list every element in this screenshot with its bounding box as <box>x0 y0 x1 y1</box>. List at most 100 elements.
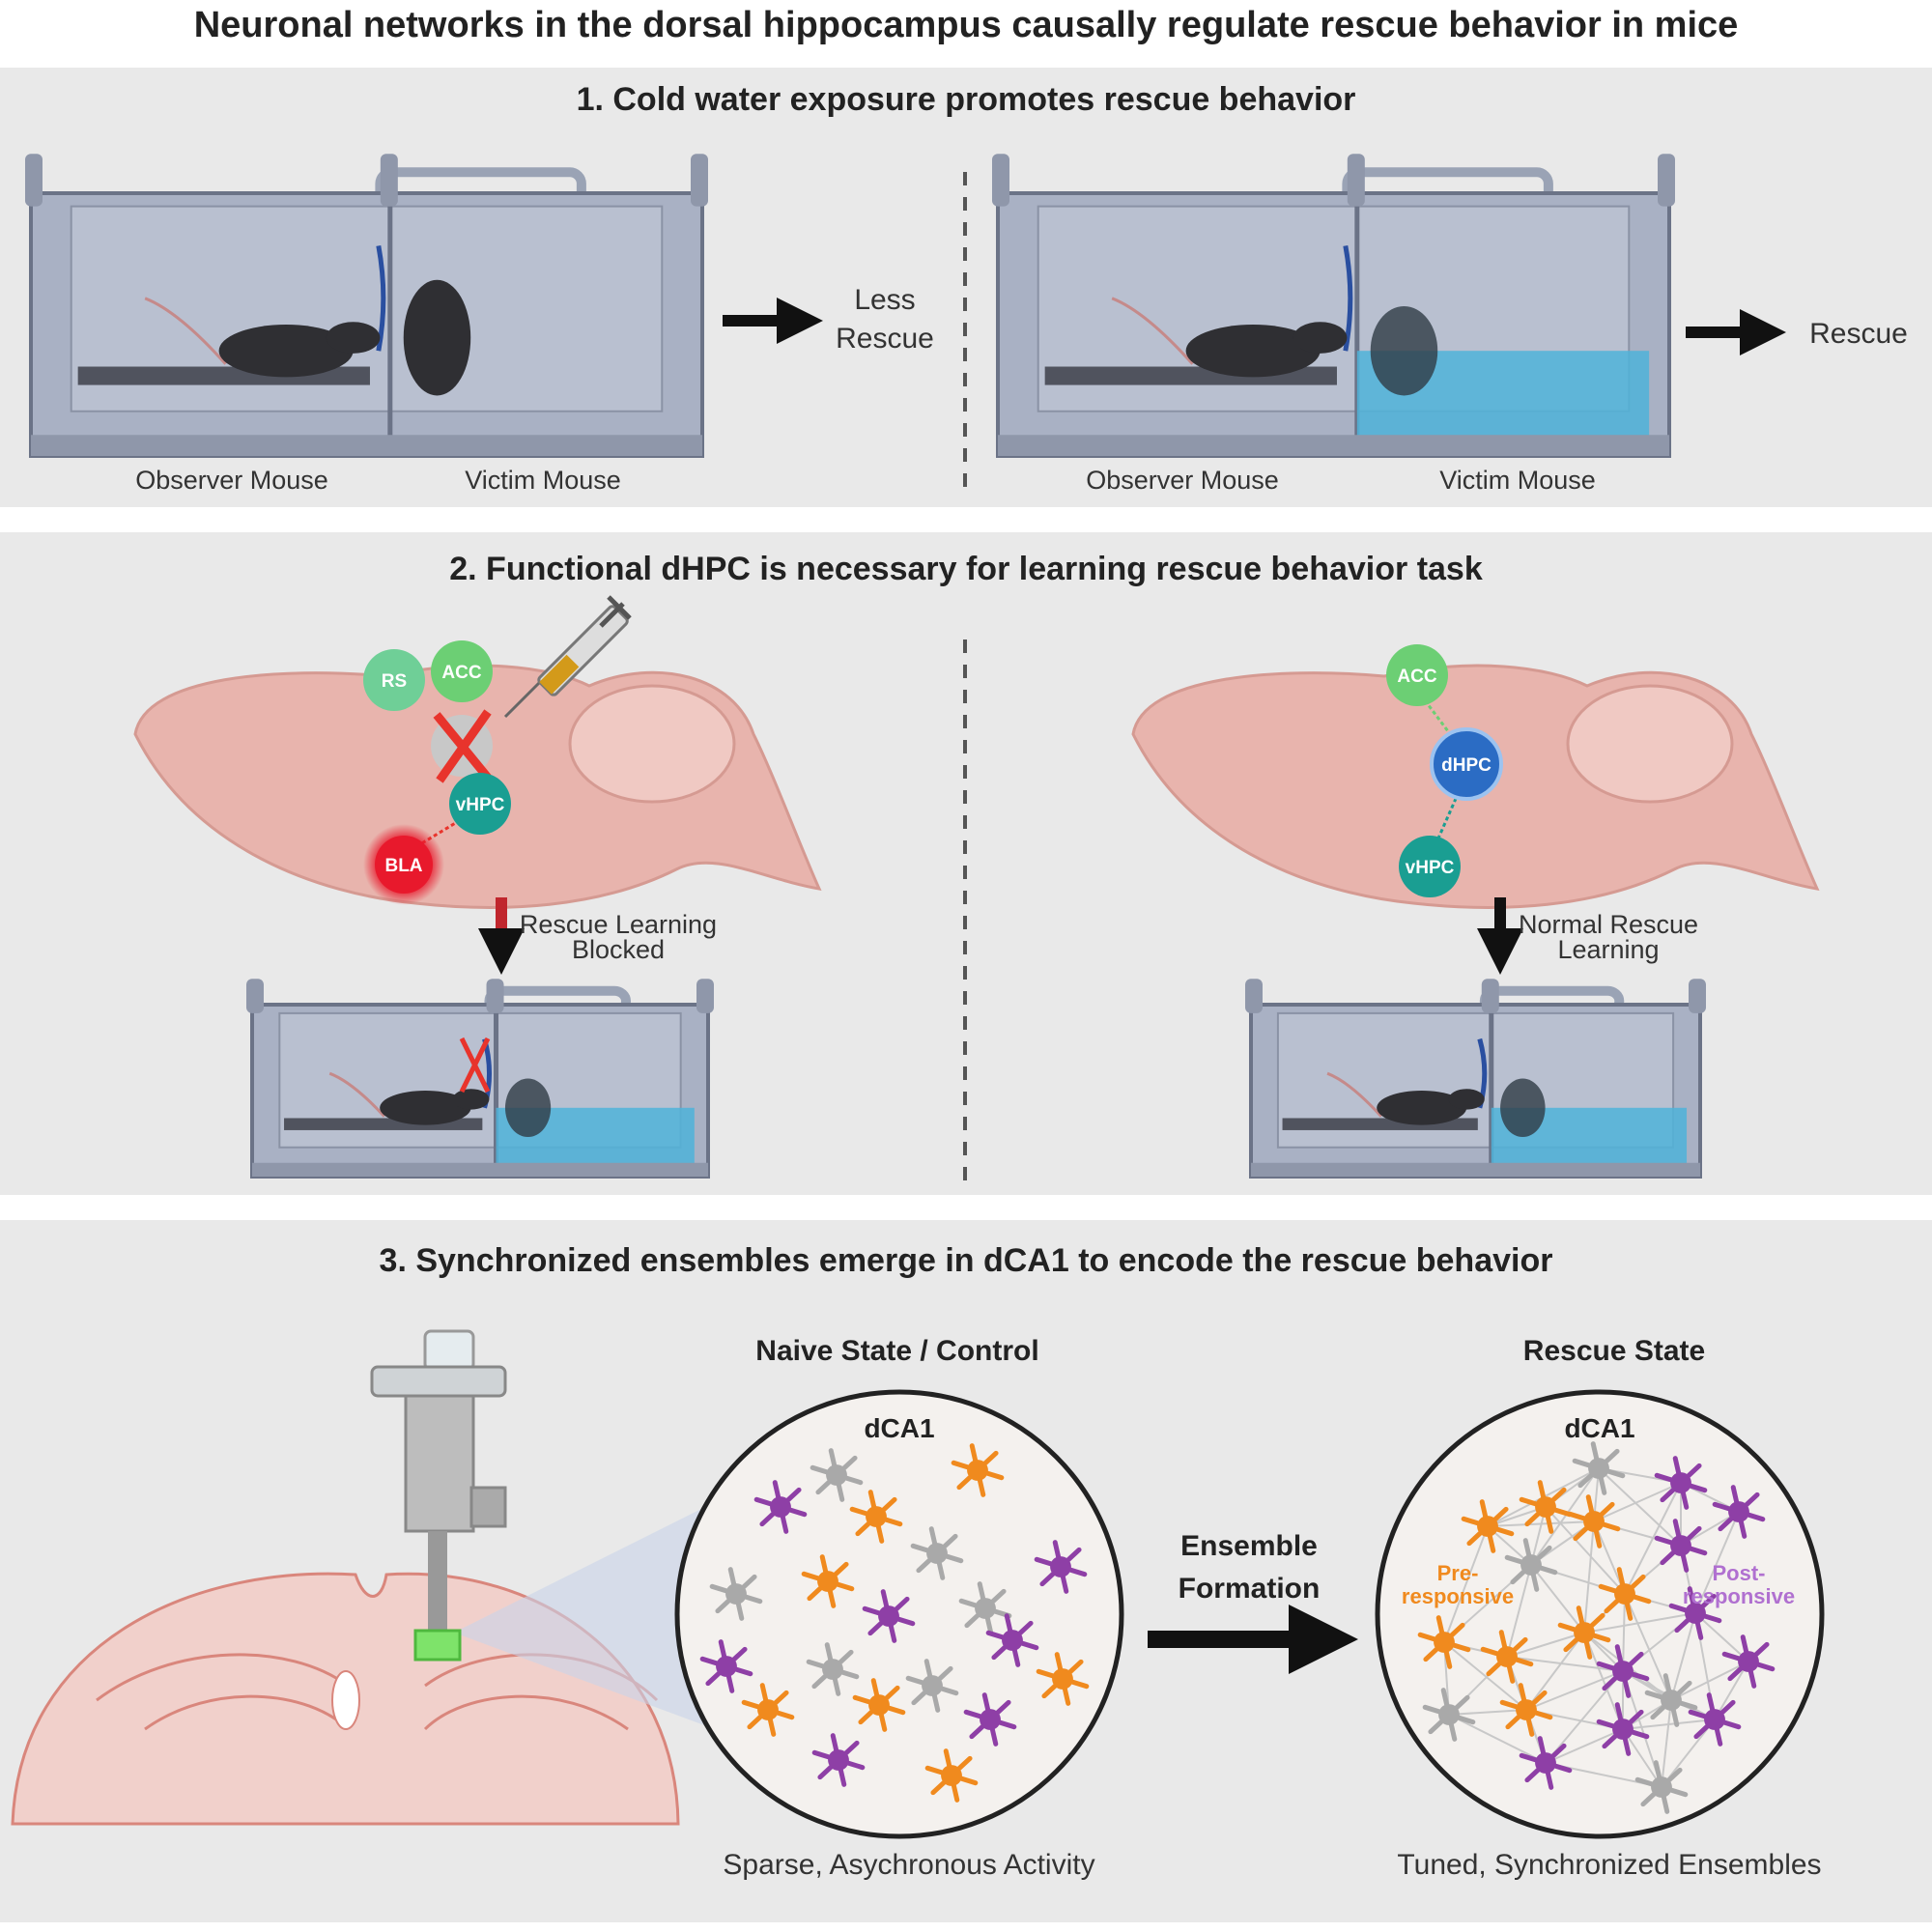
neuron-soma <box>822 1659 843 1680</box>
neuron <box>1519 1480 1573 1534</box>
neuron-soma <box>1438 1704 1460 1725</box>
ensemble-connection <box>1530 1467 1600 1566</box>
neuron-soma <box>725 1583 747 1605</box>
blocked-x-icon <box>433 709 492 783</box>
neuron <box>1572 1441 1626 1495</box>
neuron <box>1654 1456 1708 1510</box>
outcome-rescue: Rescue <box>1809 318 1908 350</box>
node-acc <box>431 640 493 702</box>
neuron-soma <box>1535 1496 1556 1518</box>
ensemble-connection <box>1525 1632 1585 1711</box>
neuron <box>1504 1538 1558 1592</box>
victim-mouse <box>403 279 471 396</box>
neuron <box>1499 1683 1553 1737</box>
ensemble-connection <box>1545 1728 1624 1764</box>
ensemble-connection <box>1506 1632 1585 1658</box>
label-victim-left: Victim Mouse <box>465 466 621 495</box>
ensemble-connection <box>1622 1719 1716 1730</box>
miniscope-icon <box>370 1329 507 1662</box>
neuron <box>1654 1519 1708 1573</box>
node-vhpc <box>1399 836 1461 897</box>
outcome-blocked-line2: Blocked <box>572 935 665 964</box>
neuron-soma <box>1728 1501 1749 1522</box>
label-victim-right: Victim Mouse <box>1439 466 1596 495</box>
panel-2-heading: 2. Functional dHPC is necessary for lear… <box>449 551 1483 587</box>
rescue-caption: Tuned, Synchronized Ensembles <box>1397 1849 1821 1881</box>
connection-bla-vhpc <box>410 811 472 852</box>
ensemble-connection <box>1448 1709 1527 1716</box>
neuron-soma <box>1520 1554 1542 1576</box>
neuron <box>1557 1605 1611 1660</box>
neuron <box>1036 1652 1090 1706</box>
cage-base <box>998 435 1669 456</box>
ensemble-connection <box>1530 1564 1585 1634</box>
connection-dhpc-vhpc <box>1435 791 1461 841</box>
neuron <box>1422 1688 1476 1742</box>
observer-mouse <box>1185 325 1321 378</box>
cage-clip <box>992 154 1009 207</box>
neuron-soma <box>1050 1556 1071 1577</box>
outcome-normal-line2: Learning <box>1557 935 1659 964</box>
ensemble-connection <box>1622 1593 1626 1672</box>
neuron <box>905 1659 959 1713</box>
transition-line2: Formation <box>1179 1573 1321 1605</box>
neuron-soma <box>1661 1690 1682 1711</box>
outcome-rescue-low: Rescue <box>836 323 934 355</box>
panel-1-heading: 1. Cold water exposure promotes rescue b… <box>577 81 1356 118</box>
label-observer-left: Observer Mouse <box>135 466 328 495</box>
neuron <box>1644 1673 1698 1727</box>
neuron <box>801 1554 855 1608</box>
neuron <box>709 1567 763 1621</box>
neuron-soma <box>828 1749 849 1771</box>
victim-mouse <box>1370 305 1438 396</box>
mouse-tail <box>1111 297 1194 365</box>
neuron-soma <box>1670 1472 1691 1493</box>
neuron <box>1721 1634 1776 1689</box>
node-rs-label: RS <box>382 671 407 692</box>
neuron-soma <box>878 1605 899 1627</box>
node-dhpc-label: dHPC <box>1441 755 1492 776</box>
connection-acc-dhpc <box>1423 699 1456 740</box>
ensemble-connection <box>1448 1714 1547 1764</box>
panel-1: 1. Cold water exposure promotes rescue b… <box>0 68 1932 507</box>
ensemble-connection <box>1694 1511 1740 1614</box>
neuron <box>910 1526 964 1580</box>
neuron-soma <box>1516 1699 1537 1720</box>
neuron-soma <box>922 1675 943 1696</box>
neuron <box>963 1692 1017 1747</box>
rescue-neurons <box>1417 1441 1776 1814</box>
cerebellum <box>568 684 736 804</box>
mouse-tail <box>1326 1071 1382 1118</box>
ensemble-connection <box>1525 1670 1624 1711</box>
panel-3-heading: 3. Synchronized ensembles emerge in dCA1… <box>380 1242 1553 1279</box>
neuron-soma <box>826 1464 847 1486</box>
ensemble-connection <box>1506 1564 1532 1658</box>
node-vhpc-label: vHPC <box>456 795 505 815</box>
ensemble-connection <box>1506 1656 1624 1672</box>
neuron <box>985 1613 1039 1667</box>
pre-responsive-label-2: responsive <box>1402 1584 1514 1608</box>
neuron <box>1634 1760 1689 1814</box>
cage-clip <box>691 154 708 207</box>
post-responsive-label-2: responsive <box>1683 1584 1795 1608</box>
node-acc-label: ACC <box>441 663 481 683</box>
cage-dry <box>25 154 708 458</box>
rescue-region-label: dCA1 <box>1564 1413 1634 1443</box>
node-dhpc <box>1430 727 1503 801</box>
neuron <box>699 1639 753 1693</box>
blocked-x-icon <box>459 1037 491 1094</box>
naive-region-label: dCA1 <box>864 1413 934 1443</box>
naive-dca1-circle <box>674 1389 1124 1839</box>
cage-clip <box>246 979 264 1013</box>
node-rs <box>363 649 425 711</box>
cage-clip <box>1347 154 1365 207</box>
zoom-projection <box>454 1502 715 1729</box>
neuron-soma <box>1738 1651 1759 1672</box>
neuron <box>753 1480 808 1534</box>
victim-mouse <box>1500 1078 1546 1138</box>
ensemble-connection <box>1443 1525 1489 1643</box>
cage-clip <box>1481 979 1499 1013</box>
neuron-soma <box>1685 1603 1706 1624</box>
ensemble-connection <box>1680 1511 1740 1547</box>
